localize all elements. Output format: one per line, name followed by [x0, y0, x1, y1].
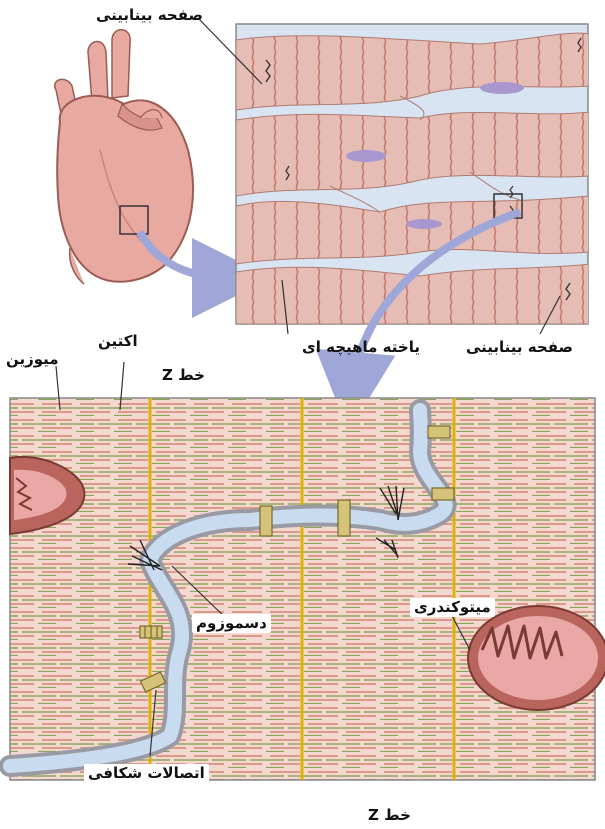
heart [55, 30, 193, 284]
label-mitochondrion: میتوکندری [410, 598, 495, 617]
label-muscle-cell: یاخته ماهیچه ای [302, 340, 420, 355]
label-desmosome: دسموزوم [192, 614, 271, 633]
nucleus [406, 219, 442, 229]
sarcomere-panel [10, 398, 605, 780]
label-actin: اکتین [98, 334, 138, 349]
nucleus [480, 82, 524, 94]
label-z-line-bottom: خط Z [368, 808, 411, 823]
label-myosin: میوزین [6, 352, 59, 367]
label-gap-junction: اتصالات شکافی [84, 764, 209, 783]
label-intercalated-disc-right: صفحه بینابینی [466, 340, 573, 355]
label-z-line-top: خط Z [162, 368, 205, 383]
nucleus [346, 150, 386, 162]
label-intercalated-disc-top: صفحه بینابینی [96, 8, 203, 23]
